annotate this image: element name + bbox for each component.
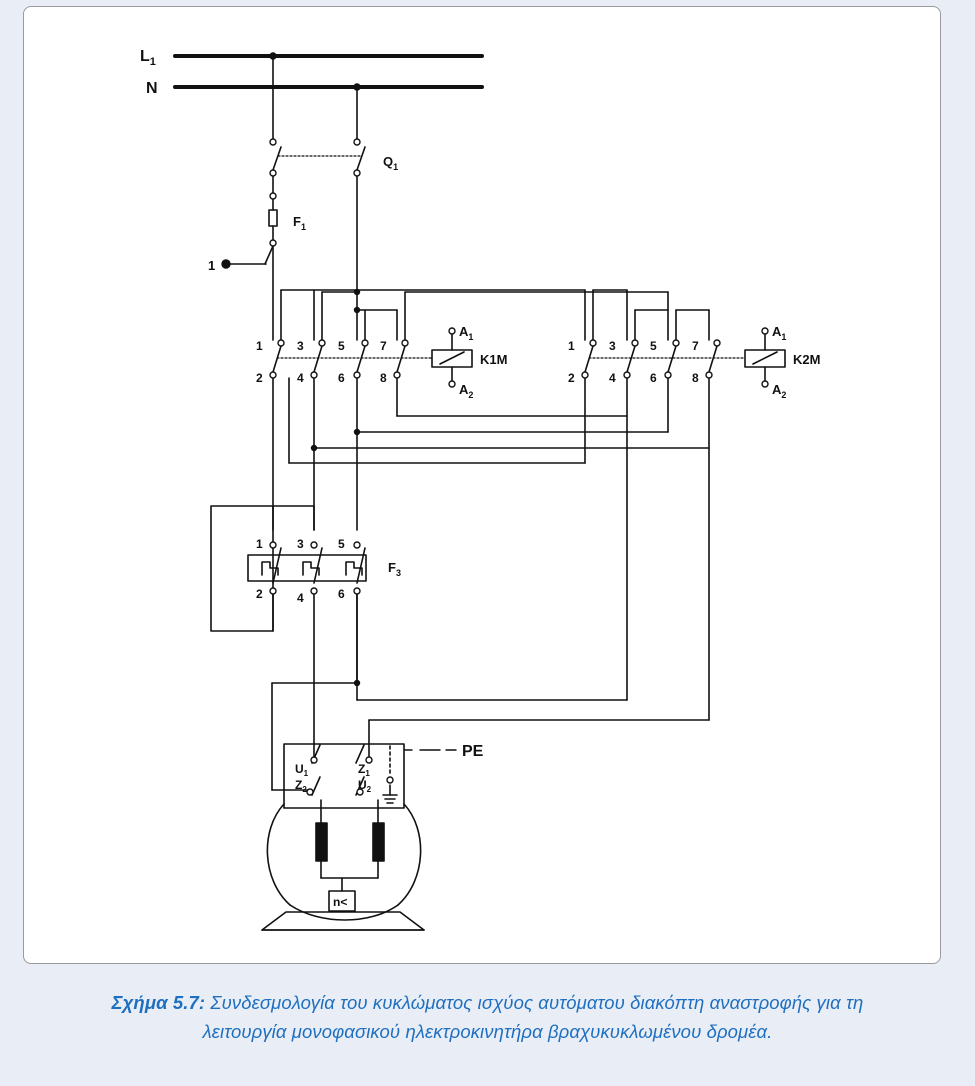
svg-text:5: 5 — [650, 339, 657, 353]
bus-bars — [173, 54, 484, 89]
winding-aux — [372, 822, 385, 862]
svg-text:8: 8 — [692, 371, 699, 385]
svg-text:8: 8 — [380, 371, 387, 385]
f1-fuse-body — [268, 209, 278, 227]
k2m-label: K2M — [793, 352, 820, 367]
f1-aux-contact — [264, 245, 274, 265]
terminals — [221, 52, 769, 796]
label-u1: U1 — [295, 762, 309, 778]
f3-terminal-numbers: 1 3 5 2 4 6 — [256, 537, 345, 605]
label-u2: U2 — [358, 778, 372, 794]
svg-text:4: 4 — [297, 371, 304, 385]
contactor-k1m — [272, 289, 669, 382]
winding-main — [315, 822, 328, 862]
svg-text:3: 3 — [297, 537, 304, 551]
svg-text:3: 3 — [297, 339, 304, 353]
figure-caption: Σχήμα 5.7: Συνδεσμολογία του κυκλώματος … — [20, 988, 955, 1046]
k1m-a2-label: A2 — [459, 382, 473, 400]
k1m-label: K1M — [480, 352, 507, 367]
svg-text:6: 6 — [650, 371, 657, 385]
label-pe: PE — [462, 743, 484, 760]
svg-text:7: 7 — [692, 339, 699, 353]
svg-text:6: 6 — [338, 371, 345, 385]
motor-feed-wires — [271, 593, 710, 791]
label-control-terminal: 1 — [208, 258, 215, 273]
feed-wires — [227, 55, 366, 341]
svg-text:3: 3 — [609, 339, 616, 353]
label-n: N — [146, 80, 158, 97]
svg-text:1: 1 — [568, 339, 575, 353]
svg-text:4: 4 — [297, 591, 304, 605]
motor — [261, 743, 457, 931]
q1-blade-left — [272, 146, 282, 171]
label-l1: L1 — [140, 48, 156, 68]
label-q1: Q1 — [383, 154, 398, 172]
contactor-k2m — [584, 289, 786, 382]
svg-text:5: 5 — [338, 537, 345, 551]
overload-relay-f3 — [210, 505, 367, 632]
svg-text:1: 1 — [256, 339, 263, 353]
svg-text:2: 2 — [256, 371, 263, 385]
svg-text:1: 1 — [256, 537, 263, 551]
svg-text:4: 4 — [609, 371, 616, 385]
svg-text:6: 6 — [338, 587, 345, 601]
svg-text:5: 5 — [338, 339, 345, 353]
k2m-a2-label: A2 — [772, 382, 786, 400]
diagram-frame — [23, 6, 941, 964]
k2m-terminal-numbers: 1 3 5 7 2 4 6 8 — [568, 339, 699, 385]
label-f3: F3 — [388, 560, 401, 578]
svg-text:7: 7 — [380, 339, 387, 353]
q1-blade-right — [356, 146, 366, 171]
cross-wiring — [272, 377, 710, 721]
label-z1: Z1 — [358, 762, 370, 778]
caption-line1: Συνδεσμολογία του κυκλώματος ισχύος αυτό… — [205, 992, 864, 1013]
k1m-terminal-numbers: 1 3 5 7 2 4 6 8 — [256, 339, 387, 385]
svg-text:2: 2 — [568, 371, 575, 385]
label-f1: F1 — [293, 214, 306, 232]
k2m-a1-label: A1 — [772, 324, 786, 342]
circuit-diagram: L1 N Q1 F1 1 1 3 5 7 2 4 6 8 A1 A2 K1M 1… — [140, 48, 820, 931]
caption-line2: λειτουργία μονοφασικού ηλεκτροκινητήρα β… — [202, 1021, 773, 1042]
k1m-a1-label: A1 — [459, 324, 473, 342]
label-z2: Z2 — [295, 778, 307, 794]
label-speed: n< — [333, 895, 347, 909]
caption-label: Σχήμα 5.7: — [111, 992, 206, 1013]
f3-thermal-block — [247, 554, 367, 582]
svg-text:2: 2 — [256, 587, 263, 601]
